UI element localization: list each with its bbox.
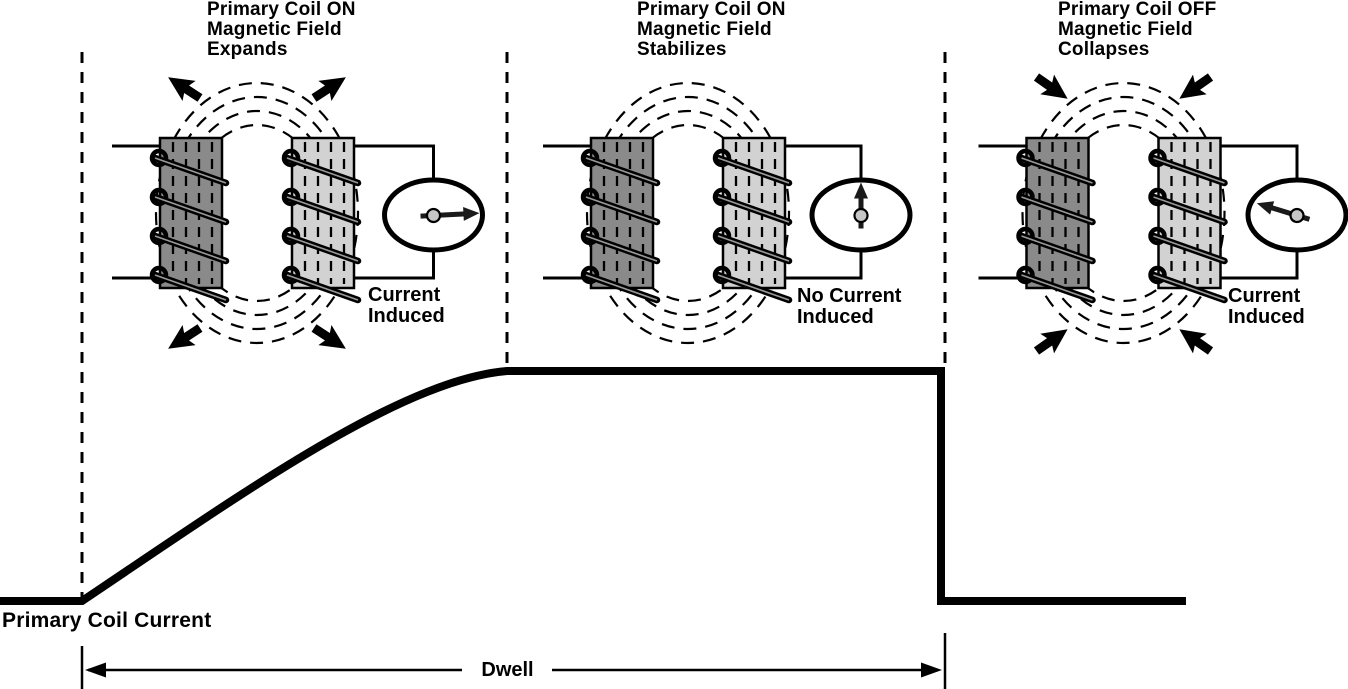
primary-coil [1016, 136, 1096, 304]
field-direction-arrow [1033, 329, 1068, 355]
panel-2-meter-label: No Current Induced [797, 285, 902, 328]
panel-3-meter-label: Current Induced [1228, 285, 1305, 328]
meter-needle [420, 206, 480, 224]
field-direction-arrow [1033, 73, 1068, 99]
ammeter [1245, 177, 1348, 253]
field-direction-arrow [1179, 329, 1214, 355]
field-direction-arrow [168, 324, 203, 349]
field-direction-arrow [311, 77, 346, 102]
ammeter [382, 177, 485, 253]
dwell-arrowhead-left [85, 662, 106, 678]
needle-pivot [853, 207, 869, 224]
panel-2 [543, 81, 913, 345]
field-direction-arrow [1179, 73, 1214, 99]
coil-winding [1016, 148, 1096, 304]
secondary-coil [1148, 136, 1228, 304]
meter-needle [1256, 201, 1311, 224]
field-direction-arrow [168, 77, 203, 102]
coil-winding [712, 148, 793, 304]
dwell-label: Dwell [481, 659, 534, 681]
coil-winding [281, 148, 362, 304]
panel-1-title: Primary Coil ON Magnetic Field Expands [207, 0, 356, 60]
panel-3-title: Primary Coil OFF Magnetic Field Collapse… [1058, 0, 1217, 60]
primary-coil [580, 136, 661, 304]
coil-winding [149, 148, 230, 304]
panel-2-title: Primary Coil ON Magnetic Field Stabilize… [637, 0, 786, 60]
needle-pivot [425, 207, 442, 224]
panel-1-meter-label: Current Induced [368, 284, 445, 327]
ammeter [809, 177, 913, 253]
primary-coil [149, 136, 230, 304]
coil-winding [580, 148, 661, 304]
waveform-label: Primary Coil Current [2, 609, 212, 632]
dwell-arrowhead-right [921, 662, 942, 678]
primary-current-waveform [0, 367, 1186, 605]
circuit-wires [112, 144, 435, 280]
coil-winding [1148, 148, 1228, 304]
circuit-wires [543, 144, 863, 280]
panel-3 [978, 73, 1348, 355]
secondary-coil [281, 136, 362, 304]
meter-needle [853, 182, 869, 229]
secondary-coil [712, 136, 793, 304]
field-direction-arrow [311, 324, 346, 349]
panel-1 [112, 77, 485, 349]
needle-pivot [1289, 207, 1305, 224]
